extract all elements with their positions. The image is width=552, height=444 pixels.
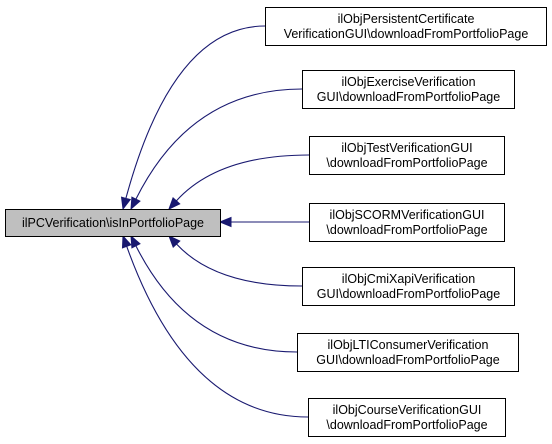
edge-7 bbox=[126, 246, 309, 418]
caller-node-5-label-line-1: ilObjCmiXapiVerification bbox=[342, 272, 475, 286]
caller-node-3[interactable]: ilObjTestVerificationGUI\downloadFromPor… bbox=[309, 136, 505, 175]
caller-node-2[interactable]: ilObjExerciseVerificationGUI\downloadFro… bbox=[302, 70, 515, 109]
edge-1-arrowhead bbox=[120, 196, 132, 211]
edge-5-arrowhead bbox=[168, 235, 181, 248]
caller-node-1-label-line-2: VerificationGUI\downloadFromPortfolioPag… bbox=[284, 27, 529, 41]
edge-2 bbox=[135, 88, 303, 200]
caller-node-6-label-line-2: GUI\downloadFromPortfolioPage bbox=[316, 353, 499, 367]
edge-3 bbox=[175, 154, 310, 202]
caller-node-5-box bbox=[302, 267, 515, 306]
root-node[interactable]: ilPCVerification\isInPortfolioPage bbox=[5, 209, 221, 237]
caller-node-5-label-line-2: GUI\downloadFromPortfolioPage bbox=[317, 287, 500, 301]
caller-node-2-label-line-2: GUI\downloadFromPortfolioPage bbox=[317, 90, 500, 104]
caller-node-1[interactable]: ilObjPersistentCertificateVerificationGU… bbox=[265, 7, 547, 46]
caller-node-4[interactable]: ilObjSCORMVerificationGUI\downloadFromPo… bbox=[309, 203, 505, 242]
caller-node-4-label-line-1: ilObjSCORMVerificationGUI bbox=[330, 208, 485, 222]
edge-3-arrowhead bbox=[168, 196, 181, 210]
edge-1 bbox=[125, 25, 266, 199]
caller-node-3-label-line-1: ilObjTestVerificationGUI bbox=[341, 141, 472, 155]
edge-6 bbox=[135, 245, 298, 353]
caller-node-7[interactable]: ilObjCourseVerificationGUI\downloadFromP… bbox=[308, 398, 506, 437]
caller-node-6-box bbox=[297, 333, 519, 372]
caller-node-4-box bbox=[309, 203, 505, 242]
edge-4-arrowhead bbox=[218, 216, 232, 228]
caller-node-2-box bbox=[302, 70, 515, 109]
caller-node-1-box bbox=[265, 7, 547, 46]
caller-node-3-label-line-2: \downloadFromPortfolioPage bbox=[326, 156, 487, 170]
edge-6-arrowhead bbox=[130, 234, 141, 249]
edge-7-arrowhead bbox=[121, 234, 132, 249]
caller-node-6-label-line-1: ilObjLTIConsumerVerification bbox=[328, 338, 489, 352]
caller-node-5[interactable]: ilObjCmiXapiVerificationGUI\downloadFrom… bbox=[302, 267, 515, 306]
caller-node-7-label-line-2: \downloadFromPortfolioPage bbox=[326, 418, 487, 432]
caller-node-1-label-line-1: ilObjPersistentCertificate bbox=[338, 12, 475, 26]
caller-node-7-box bbox=[308, 398, 506, 437]
caller-node-4-label-line-2: \downloadFromPortfolioPage bbox=[326, 223, 487, 237]
root-node-box bbox=[5, 209, 221, 237]
root-node-label-line-1: ilPCVerification\isInPortfolioPage bbox=[22, 216, 204, 230]
edge-5 bbox=[176, 243, 303, 287]
caller-node-6[interactable]: ilObjLTIConsumerVerificationGUI\download… bbox=[297, 333, 519, 372]
edge-2-arrowhead bbox=[130, 196, 141, 211]
nodes-layer: ilPCVerification\isInPortfolioPage ilObjP… bbox=[5, 7, 547, 437]
caller-node-7-label-line-1: ilObjCourseVerificationGUI bbox=[333, 403, 482, 417]
edges-layer bbox=[120, 25, 310, 418]
caller-node-3-box bbox=[309, 136, 505, 175]
caller-node-2-label-line-1: ilObjExerciseVerification bbox=[341, 75, 475, 89]
